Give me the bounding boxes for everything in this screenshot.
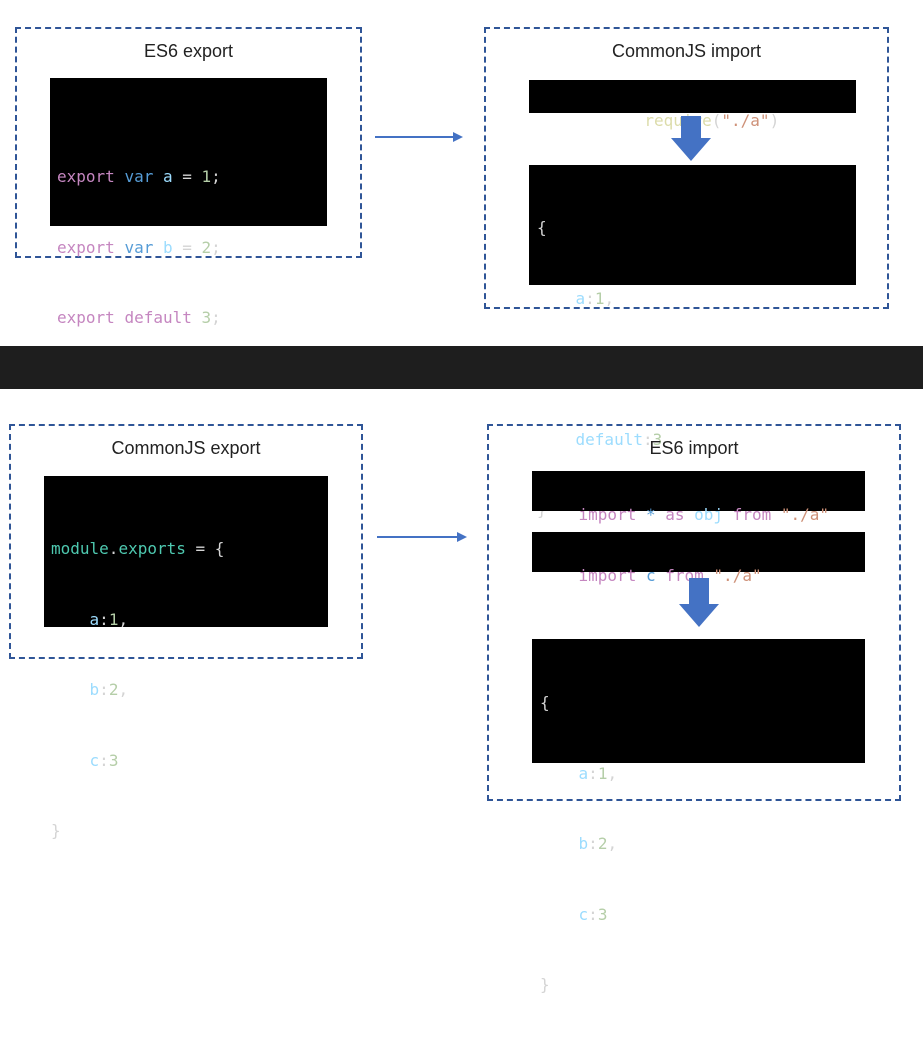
- es6-export-panel: ES6 export export var a = 1; export var …: [15, 27, 362, 327]
- brace-close: }: [51, 821, 61, 840]
- code-line: export default 3;: [57, 308, 221, 327]
- es6-result-object: { a:1, b:2, c:3 }: [532, 639, 865, 994]
- brace-close: }: [540, 975, 550, 994]
- import-all-code-block: import * as obj from "./a": [532, 471, 865, 524]
- object-entry: c:3: [578, 904, 608, 924]
- object-entry: a:1,: [89, 609, 129, 629]
- es6-import-panel: ES6 import import * as obj from "./a" im…: [487, 424, 901, 994]
- code-line: export var a = 1;: [57, 167, 221, 186]
- require-code-block: require("./a"): [529, 80, 856, 130]
- commonjs-result-object: { a:1, b:2, default:3 }: [529, 165, 856, 519]
- import-default-code-block: import c from "./a": [532, 532, 865, 585]
- section-divider: [0, 346, 923, 389]
- right-arrow-icon: [375, 132, 463, 142]
- commonjs-export-code-block: module.exports = { a:1, b:2, c:3 }: [44, 476, 328, 840]
- panel-title: CommonJS export: [111, 438, 261, 458]
- commonjs-export-panel: CommonJS export module.exports = { a:1, …: [9, 424, 363, 840]
- object-entry: a:1,: [578, 763, 618, 783]
- panel-title: CommonJS import: [611, 41, 762, 61]
- down-arrow-icon: [679, 578, 719, 627]
- panel-title: ES6 export: [143, 41, 234, 61]
- object-entry: b:2,: [578, 834, 618, 853]
- code-line: export var b = 2;: [57, 237, 221, 257]
- commonjs-import-panel: CommonJS import require("./a") { a:1, b:…: [484, 27, 889, 519]
- object-entry: default:3: [575, 429, 663, 449]
- down-arrow-icon: [671, 116, 711, 161]
- code-line: module.exports = {: [51, 539, 225, 558]
- object-entry: c:3: [89, 750, 119, 770]
- object-entry: b:2,: [89, 680, 129, 699]
- es6-export-code-block: export var a = 1; export var b = 2; expo…: [50, 78, 327, 327]
- brace-open: {: [537, 218, 547, 237]
- brace-open: {: [540, 693, 550, 712]
- right-arrow-icon: [377, 532, 467, 542]
- panel-title: ES6 import: [649, 438, 739, 458]
- object-entry: a:1,: [575, 288, 615, 308]
